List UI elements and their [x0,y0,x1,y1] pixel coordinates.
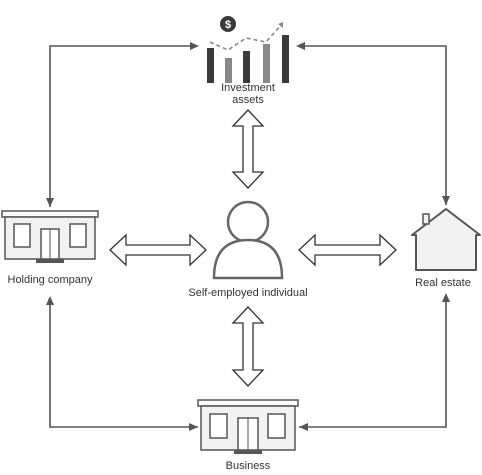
arrowhead-investment-left [190,42,199,50]
connector-investment-holding [46,45,197,207]
double-arrow-bottom [231,306,265,387]
double-arrow-top [231,109,265,189]
store-building-icon [197,399,299,454]
svg-text:$: $ [225,19,231,31]
connector-realestate-business [299,297,447,431]
arrowhead-holding-bottom [46,296,54,305]
store-building-icon [1,210,99,263]
investment-assets-label: Investment assets [198,82,298,106]
investment-label-line1: Investment [221,82,275,94]
real-estate-label: Real estate [415,277,471,289]
holding-company-label: Holding company [7,274,93,286]
person-icon [212,200,284,280]
investment-label-line2: assets [232,94,264,106]
business-label: Business [225,460,271,472]
investment-chart-icon: $ [207,16,289,83]
self-employed-individual-label: Self-employed individual [188,287,308,299]
connector-investment-realestate [298,45,450,205]
arrowhead-realestate-bottom [442,293,450,302]
connector-holding-business [49,300,198,431]
double-arrow-left [109,233,207,267]
double-arrow-right [298,233,397,267]
arrowhead-investment-right [296,42,305,50]
house-icon [411,208,481,271]
